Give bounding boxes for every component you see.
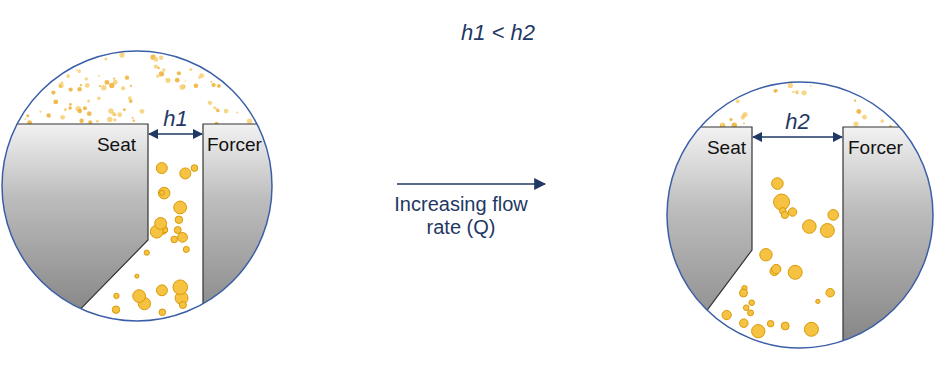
flow-arrow bbox=[397, 183, 545, 185]
particles bbox=[24, 52, 252, 125]
forcer-part bbox=[203, 124, 290, 340]
seat-region: Seat bbox=[10, 124, 148, 174]
magnifier-outline bbox=[667, 82, 933, 348]
gap-label: h1 bbox=[163, 108, 187, 130]
gap-dimension bbox=[149, 133, 202, 135]
part-name: Seat bbox=[10, 124, 136, 156]
bubbles bbox=[722, 178, 838, 338]
bubbles bbox=[112, 163, 198, 316]
gap-label: h2 bbox=[785, 111, 809, 133]
flow-label: Increasing flow rate (Q) bbox=[386, 193, 536, 239]
comparison-label: h1 < h2 bbox=[418, 20, 578, 45]
seat-region: Seat bbox=[680, 127, 752, 177]
part-name: Forcer bbox=[848, 127, 909, 159]
gap-dimension bbox=[753, 136, 842, 138]
forcer-region: Forcer bbox=[843, 127, 909, 177]
seat-part bbox=[0, 124, 148, 330]
forcer-region: Forcer bbox=[203, 124, 267, 174]
part-name: Forcer bbox=[207, 124, 267, 156]
magnifier-outline bbox=[2, 51, 272, 321]
part-name: Seat bbox=[680, 127, 746, 159]
